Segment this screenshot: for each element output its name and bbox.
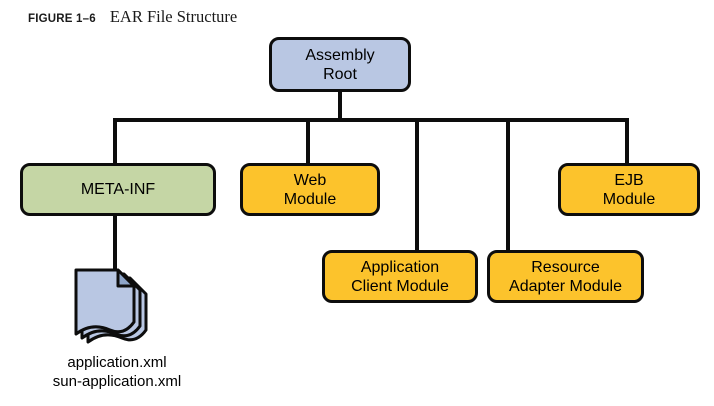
connector-application-client-drop [415, 120, 419, 251]
node-assembly-root-label-line2: Root [323, 65, 357, 83]
node-web-module-label-line2: Module [283, 190, 337, 208]
figure-label: FIGURE 1–6 [28, 13, 96, 25]
document-fold-corner [116, 268, 136, 288]
node-ejb-module: EJB Module [558, 163, 700, 216]
figure-title: EAR File Structure [109, 7, 238, 26]
connector-web-module-drop [306, 120, 310, 164]
file-label-application-xml: application.xml [67, 354, 167, 371]
node-web-module-label-line1: Web [293, 171, 327, 189]
node-meta-inf: META-INF [20, 163, 216, 216]
node-application-client-label-line1: Application [360, 258, 440, 276]
figure-caption: FIGURE 1–6 EAR File Structure [28, 7, 237, 27]
file-label-sun-application-xml: sun-application.xml [52, 372, 182, 390]
node-ejb-module-label-line1: EJB [614, 171, 644, 189]
node-resource-adapter-label-line1: Resource [531, 258, 600, 276]
node-assembly-root-label-line1: Assembly [305, 46, 375, 64]
connector-ejb-module-drop [625, 120, 629, 164]
node-application-client-module: Application Client Module [322, 250, 478, 303]
descriptor-file-labels: application.xml sun-application.xml [14, 354, 220, 391]
node-assembly-root: Assembly Root [269, 37, 411, 92]
node-resource-adapter-module: Resource Adapter Module [487, 250, 644, 303]
document-icon [74, 268, 148, 344]
node-application-client-label-line2: Client Module [351, 277, 449, 295]
connector-resource-adapter-drop [506, 120, 510, 251]
node-meta-inf-label: META-INF [80, 181, 156, 198]
connector-document-drop [113, 214, 117, 270]
connector-root-drop [338, 90, 342, 120]
node-ejb-module-label-line2: Module [602, 190, 656, 208]
node-resource-adapter-label-line2: Adapter Module [509, 277, 622, 295]
connector-meta-inf-drop [113, 120, 117, 164]
connector-horizontal-bus [113, 118, 629, 122]
node-web-module: Web Module [240, 163, 380, 216]
